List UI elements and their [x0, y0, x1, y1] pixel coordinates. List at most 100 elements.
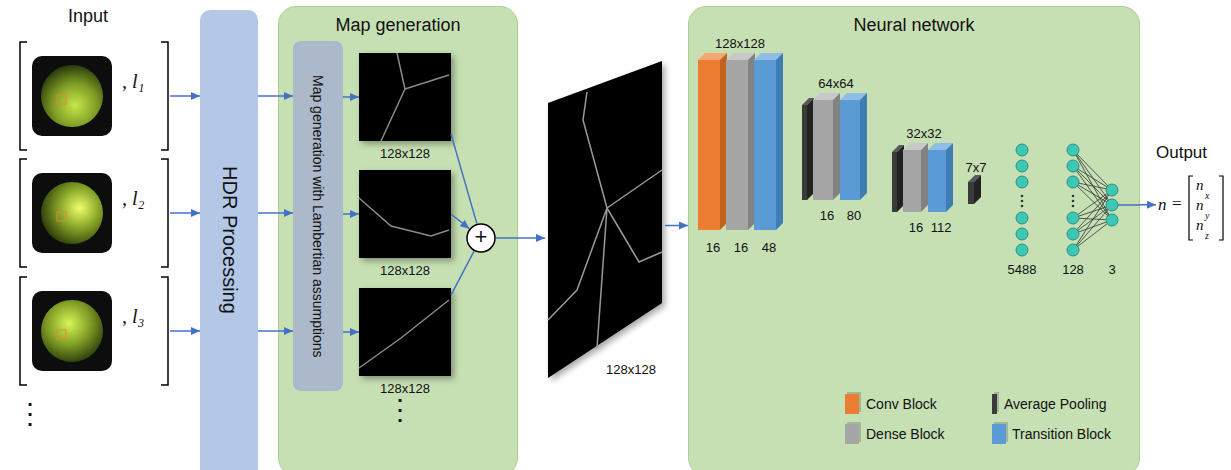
- block-side: [748, 53, 755, 230]
- text-holder: 16: [734, 238, 748, 256]
- sum-node: +: [466, 223, 496, 253]
- output-title: Output: [1156, 143, 1207, 163]
- text-holder: Neural network: [689, 15, 1139, 36]
- block-side: [860, 93, 867, 200]
- vector-symbol: n: [1196, 217, 1204, 234]
- neuron: [1016, 244, 1028, 256]
- unit-count: 128: [1062, 263, 1084, 278]
- map-image-box: 128x128: [359, 288, 451, 401]
- legend-swatch: [845, 394, 859, 414]
- text-holder: HDR Processing: [200, 10, 258, 470]
- block-front: [802, 105, 807, 200]
- left-bracket: [20, 42, 27, 150]
- text-holder: ⋮: [16, 398, 44, 430]
- left-bracket: [20, 277, 27, 385]
- neuron: [1106, 214, 1118, 226]
- map-stroke: [607, 170, 662, 208]
- combined-map: [545, 58, 665, 393]
- text-holder: 128x128: [380, 261, 430, 279]
- size-label: 128x128: [715, 37, 765, 52]
- block-front: [968, 182, 974, 204]
- neuron: [1016, 228, 1028, 240]
- channel-count: 16: [820, 209, 834, 224]
- map-image: [359, 53, 451, 141]
- equals-sign: =: [1172, 194, 1182, 214]
- neuron: [1016, 212, 1028, 224]
- text-holder: Average Pooling: [1004, 395, 1106, 413]
- left-bracket: [20, 159, 27, 267]
- neuron: [1067, 212, 1079, 224]
- connector: [170, 95, 200, 97]
- text-holder: 128x128: [380, 144, 430, 162]
- text-holder: 16: [820, 206, 834, 224]
- text-holder: 32x32: [906, 124, 941, 142]
- combined-map-box: 128x128: [545, 58, 665, 393]
- text-holder: z: [1205, 225, 1209, 243]
- vector-symbol: n: [1196, 197, 1204, 214]
- pixel-marker: [57, 212, 66, 221]
- map-stroke: [548, 208, 607, 320]
- block-side: [946, 143, 953, 212]
- neuron: [1106, 184, 1118, 196]
- size-label: 7x7: [966, 161, 987, 176]
- text-holder: 80: [847, 206, 861, 224]
- neuron-link: [1073, 205, 1112, 250]
- block-front: [813, 100, 833, 200]
- map-stroke: [607, 208, 662, 262]
- combined-map-ground: [548, 61, 662, 378]
- band-label: Map generation with Lambertian assumptio…: [310, 75, 326, 358]
- text-holder: 128: [1062, 260, 1084, 278]
- size-label: 128x128: [606, 363, 656, 378]
- legend-swatch: [992, 424, 1006, 444]
- text-holder: 3: [1108, 260, 1115, 278]
- input-pair: , l₂: [18, 157, 170, 269]
- map-stroke: [583, 92, 607, 208]
- input-pair: , l₃: [18, 275, 170, 387]
- text-holder: +: [466, 224, 496, 249]
- unit-count: 3: [1108, 263, 1115, 278]
- right-bracket: [161, 42, 168, 150]
- text-holder: 7x7: [966, 158, 987, 176]
- connector: [665, 225, 688, 227]
- map-image-box: 128x128: [359, 53, 451, 166]
- text-holder: 16: [909, 218, 923, 236]
- neuron: [1067, 244, 1079, 256]
- sphere-image: [32, 173, 112, 253]
- text-holder: n: [1158, 195, 1167, 215]
- text-holder: 48: [762, 238, 776, 256]
- subscript: x: [1205, 190, 1209, 202]
- text-holder: Transition Block: [1012, 425, 1111, 443]
- sphere: [41, 300, 103, 362]
- block-side: [897, 145, 904, 212]
- text-holder: y: [1205, 205, 1209, 223]
- neuron: [1016, 176, 1028, 188]
- image-ground: [32, 173, 112, 253]
- sphere: [41, 182, 103, 244]
- neuron: [1067, 176, 1079, 188]
- text-holder: 128x128: [715, 34, 765, 52]
- connector: [170, 212, 200, 214]
- text-holder: n: [1196, 196, 1204, 214]
- size-label: 128x128: [380, 264, 430, 279]
- neuron: [1067, 160, 1079, 172]
- block-side: [974, 175, 981, 204]
- text-holder: , l₃: [122, 305, 145, 328]
- legend-text: Conv Block: [866, 396, 937, 412]
- neuron: [1106, 199, 1118, 211]
- text-holder: 5488: [1008, 260, 1037, 278]
- connector: [1140, 204, 1156, 206]
- process-band: Map generation with Lambertian assumptio…: [293, 41, 343, 391]
- text-holder: 16: [706, 238, 720, 256]
- ellipsis-dot: [1072, 195, 1075, 198]
- subscript: y: [1205, 210, 1209, 222]
- sum-symbol: +: [475, 224, 488, 249]
- light-label: , l₁: [122, 70, 145, 93]
- ellipsis-dot: [1021, 200, 1024, 203]
- image-ground: [32, 56, 112, 136]
- map-ground: [359, 288, 451, 376]
- section-title: Input: [68, 6, 108, 27]
- legend-text: Average Pooling: [1004, 396, 1106, 412]
- ellipsis-dot: [1072, 205, 1075, 208]
- block-front: [698, 60, 720, 230]
